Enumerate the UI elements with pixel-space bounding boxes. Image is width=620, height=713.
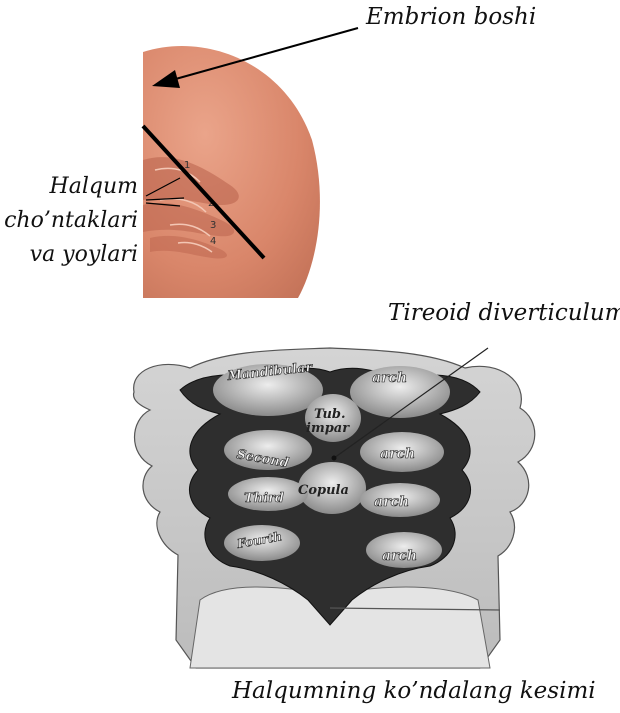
arch-number-4: 4: [210, 236, 216, 247]
label-arch-3: arch: [374, 494, 409, 510]
label-embryo-head: Embrion boshi: [366, 4, 536, 30]
label-arch-1: arch: [372, 370, 407, 386]
label-pharynx-section: Halqumning ko’ndalang kesimi: [232, 678, 596, 704]
label-third: Third: [244, 491, 284, 506]
pharynx-section-figure: Mandibular arch Tub. impar Second arch T…: [134, 348, 535, 668]
label-pouch-line-3: va yoylari: [4, 238, 138, 272]
label-tub: Tub.: [314, 407, 346, 422]
label-impar: impar: [306, 421, 350, 436]
arch-number-3: 3: [210, 220, 216, 231]
label-thyroid-diverticulum: Tireoid diverticulum: [388, 300, 620, 326]
label-copula: Copula: [298, 483, 349, 498]
embryo-head-figure: 1 2 3 4: [143, 28, 358, 298]
label-arch-4: arch: [382, 548, 417, 564]
foramen-caecum: [332, 456, 337, 461]
label-pouch-line-2: cho’ntaklari: [4, 204, 138, 238]
label-pouch-line-1: Halqum: [4, 170, 138, 204]
label-pharyngeal-pouches: Halqum cho’ntaklari va yoylari: [4, 170, 138, 272]
label-arch-2: arch: [380, 446, 415, 462]
